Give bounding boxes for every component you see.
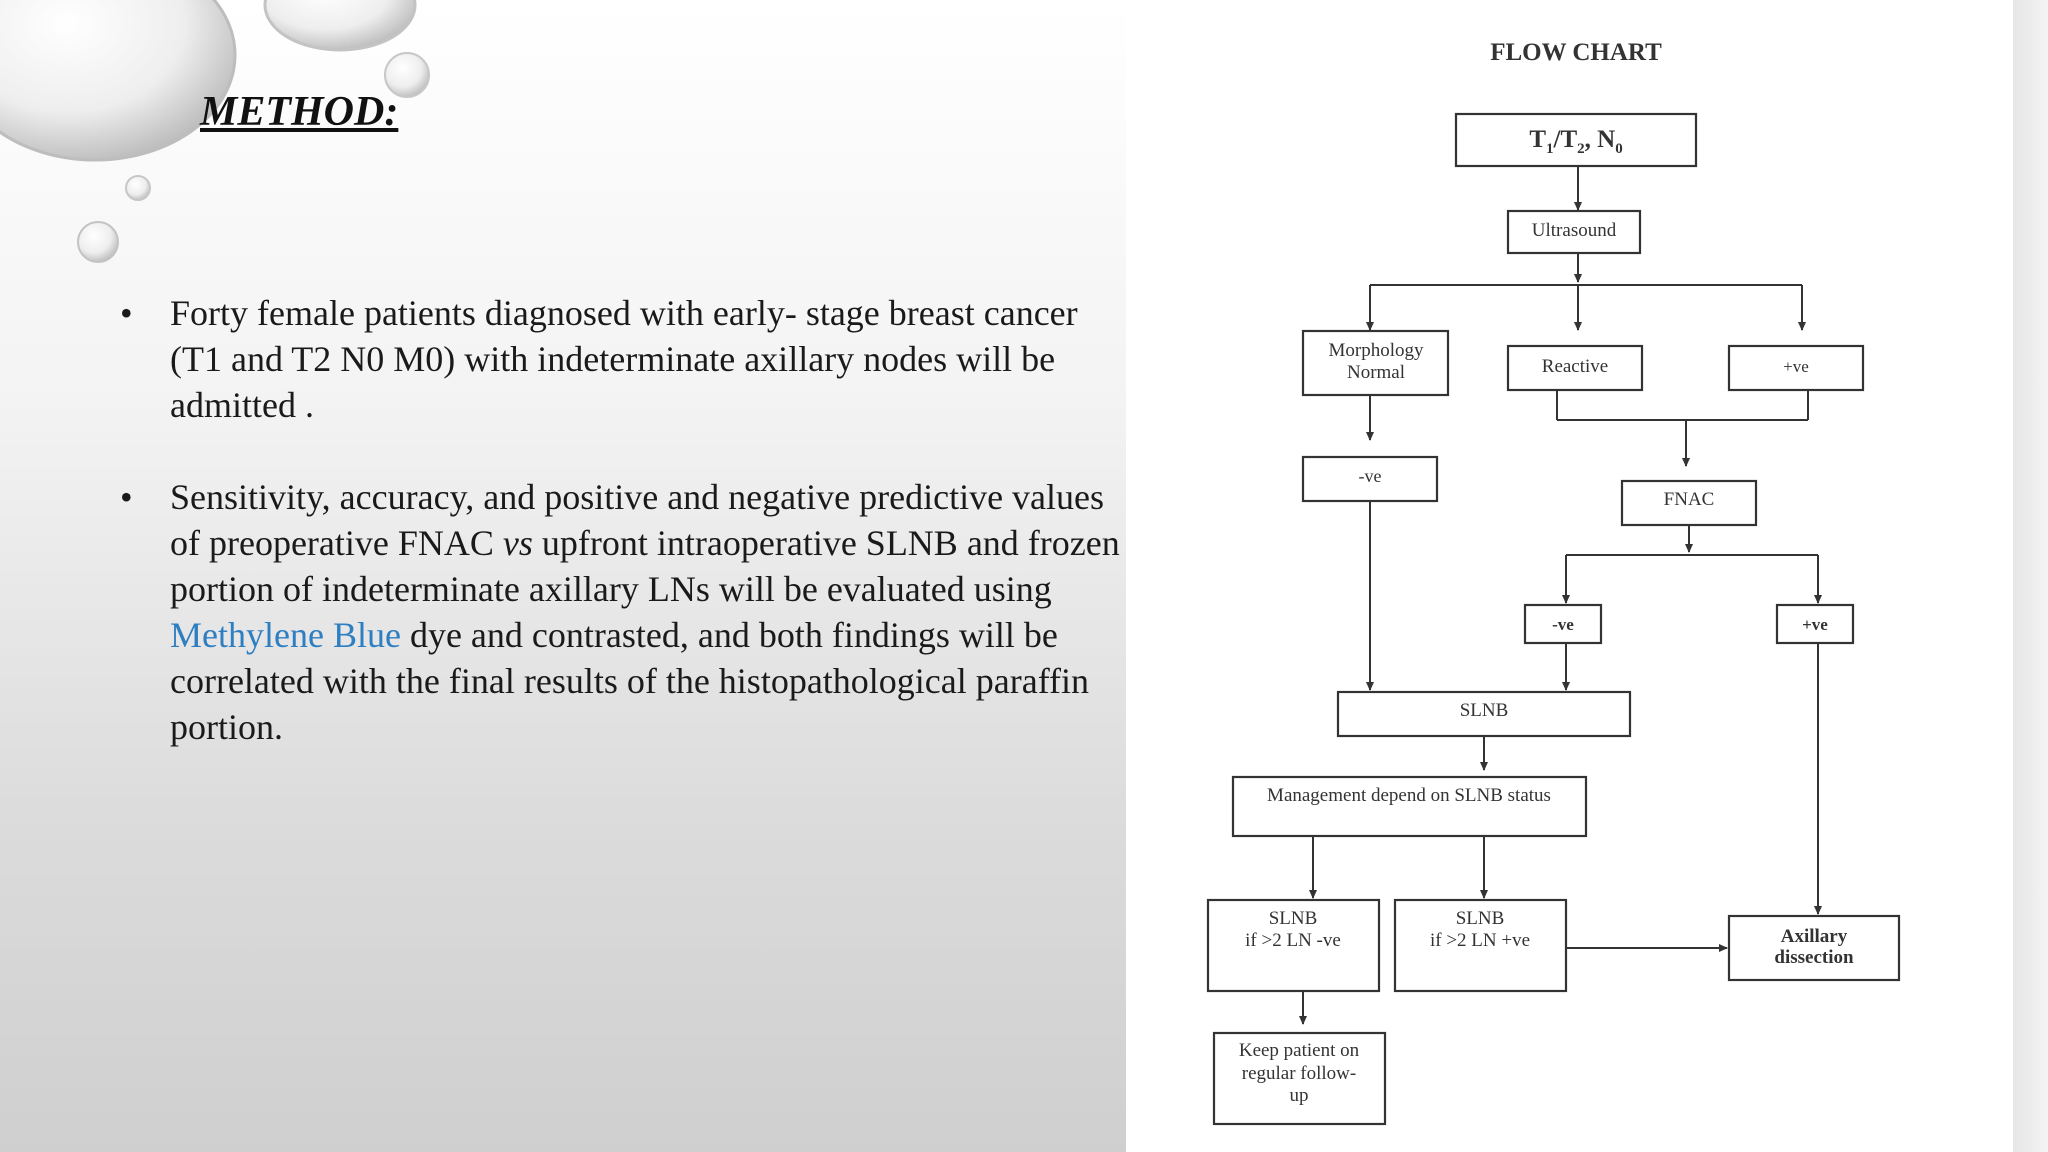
box-keep-followup [1212,1031,1387,1126]
fnac-positive-label: +ve [1802,615,1828,634]
flowchart-svg: FLOW CHART [1206,39,1901,1126]
water-drop-small [384,52,430,98]
box-slnb-positive [1393,898,1568,993]
box-morphology-normal [1301,329,1450,397]
slide-right-edge [2013,0,2048,1152]
slnb-positive-line2: if >2 LN +ve [1430,930,1530,951]
keep-followup-line3: up [1290,1085,1309,1106]
box-reactive [1506,344,1644,392]
axillary-line2: dissection [1774,947,1854,968]
keep-followup-line1: Keep patient on [1239,1040,1360,1061]
box-positive-top [1727,344,1865,392]
morphology-label-line1: Morphology [1329,340,1425,361]
water-drop-tiny [125,175,151,201]
fnac-label: FNAC [1664,489,1715,510]
box-root-label: T1/T2, N0 [1529,126,1622,157]
flowchart-title: FLOW CHART [1490,39,1662,66]
box-axillary-dissection [1727,914,1901,982]
positive-top-label: +ve [1783,357,1809,376]
slide-title: METHOD: [200,89,399,135]
box-slnb-negative [1206,898,1381,993]
water-drops-decoration [0,0,430,263]
bullet-text-vs: vs [502,523,533,563]
management-label: Management depend on SLNB status [1267,785,1551,806]
slnb-negative-line2: if >2 LN -ve [1245,930,1341,951]
bullet-text-part1: Sensitivity, accuracy, and positive and … [170,477,1105,563]
bullet-text-patients: Forty female patients diagnosed with ear… [170,293,1078,425]
box-fnac-negative [1523,603,1603,645]
axillary-line1: Axillary [1781,926,1848,947]
slnb-negative-line1: SLNB [1269,908,1318,929]
bullet-item-patients: • Forty female patients diagnosed with e… [110,290,1120,428]
slnb-positive-line1: SLNB [1456,908,1505,929]
bullet-item-evaluation: • Sensitivity, accuracy, and positive an… [110,474,1120,750]
bullet-list: • Forty female patients diagnosed with e… [110,290,1120,796]
bullet-text-part2: upfront intraoperative SLNB and frozen p… [170,523,1120,609]
reactive-label: Reactive [1542,356,1608,377]
bullet-text-part3: dye and contrasted, and both findings wi… [170,615,1090,747]
box-root [1454,112,1698,168]
water-drop-medium [263,0,417,52]
methylene-blue-highlight: Methylene Blue [170,615,401,655]
slnb-label: SLNB [1460,700,1509,721]
water-drop-large [0,0,237,162]
morphology-label-line2: Normal [1347,362,1405,383]
flowchart-panel: FLOW CHART [1126,0,2013,1152]
box-management [1231,775,1588,838]
bullet-marker: • [120,477,133,517]
ultrasound-label: Ultrasound [1532,220,1617,241]
box-ultrasound [1506,209,1642,255]
negative-left-label: -ve [1359,466,1382,486]
bullet-marker: • [120,293,133,333]
fnac-negative-label: -ve [1552,615,1574,634]
bullet-text-evaluation: Sensitivity, accuracy, and positive and … [170,477,1120,747]
box-fnac-positive [1775,603,1855,645]
water-drop-small-left [77,221,119,263]
keep-followup-line2: regular follow- [1242,1063,1356,1084]
